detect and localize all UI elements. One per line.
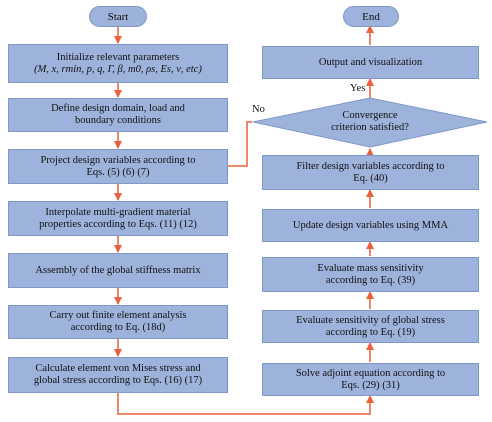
arrow-no-loop — [217, 121, 252, 170]
end-terminal: End — [343, 6, 399, 27]
assembly-stiffness-box: Assembly of the global stiffness matrix — [8, 253, 228, 288]
update-mma-box: Update design variables using MMA — [262, 209, 479, 242]
filter-variables-box: Filter design variables according to Eq.… — [262, 155, 479, 190]
assembly-stiffness-label: Assembly of the global stiffness matrix — [35, 264, 201, 276]
end-label: End — [362, 10, 380, 23]
convergence-line1: Convergence — [342, 110, 398, 121]
stress-calc-line1: Calculate element von Mises stress and — [35, 363, 201, 374]
interpolate-properties-box: Interpolate multi-gradient material prop… — [8, 201, 228, 236]
define-domain-box: Define design domain, load and boundary … — [8, 98, 228, 132]
yes-label: Yes — [350, 83, 366, 94]
interpolate-properties-line2: properties according to Eqs. (11) (12) — [39, 218, 197, 230]
stress-calc-line2: global stress according to Eqs. (16) (17… — [33, 375, 203, 386]
project-variables-line1: Project design variables according to — [40, 154, 196, 166]
define-domain-line1: Define design domain, load and — [51, 103, 185, 114]
stress-calc-box: Calculate element von Mises stress and g… — [8, 357, 228, 393]
project-variables-box: Project design variables according to Eq… — [8, 149, 228, 184]
update-mma-label: Update design variables using MMA — [292, 219, 449, 231]
adjoint-equation-line2: Eqs. (29) (31) — [341, 379, 400, 391]
global-stress-sensitivity-box: Evaluate sensitivity of global stress ac… — [262, 310, 479, 343]
init-parameters-box: Initialize relevant parameters (M, x, rm… — [8, 44, 228, 83]
adjoint-equation-line1: Solve adjoint equation according to — [295, 367, 446, 379]
project-variables-line2: Eqs. (5) (6) (7) — [86, 166, 150, 178]
no-label: No — [252, 104, 265, 115]
arrow-stress-to-adjoint — [117, 393, 374, 415]
convergence-diamond — [252, 97, 488, 148]
init-parameters-list: (M, x, rmin, p, q, Γ, β, m0, ρs, Es, ν, … — [34, 63, 202, 75]
fea-line1: Carry out finite element analysis — [49, 310, 187, 321]
init-parameters-title: Initialize relevant parameters — [56, 51, 180, 63]
define-domain-line2: boundary conditions — [74, 115, 162, 126]
global-stress-sensitivity-line1: Evaluate sensitivity of global stress — [296, 314, 445, 326]
output-visualization-box: Output and visualization — [262, 46, 479, 79]
start-label: Start — [107, 10, 129, 23]
filter-variables-line2: Eq. (40) — [353, 172, 388, 184]
global-stress-sensitivity-line2: according to Eq. (19) — [325, 326, 416, 338]
fea-box: Carry out finite element analysis accord… — [8, 305, 228, 339]
mass-sensitivity-line1: Evaluate mass sensitivity — [317, 262, 424, 274]
interpolate-properties-line1: Interpolate multi-gradient material — [45, 206, 191, 218]
convergence-text: Convergence criterion satisfied? — [300, 108, 440, 136]
filter-variables-line1: Filter design variables according to — [296, 160, 445, 172]
fea-line2: according to Eq. (18d) — [70, 322, 166, 333]
convergence-line2: criterion satisfied? — [331, 122, 409, 133]
start-terminal: Start — [89, 6, 147, 27]
mass-sensitivity-line2: according to Eq. (39) — [325, 274, 416, 286]
output-visualization-label: Output and visualization — [318, 56, 423, 68]
mass-sensitivity-box: Evaluate mass sensitivity according to E… — [262, 257, 479, 292]
adjoint-equation-box: Solve adjoint equation according to Eqs.… — [262, 363, 479, 396]
